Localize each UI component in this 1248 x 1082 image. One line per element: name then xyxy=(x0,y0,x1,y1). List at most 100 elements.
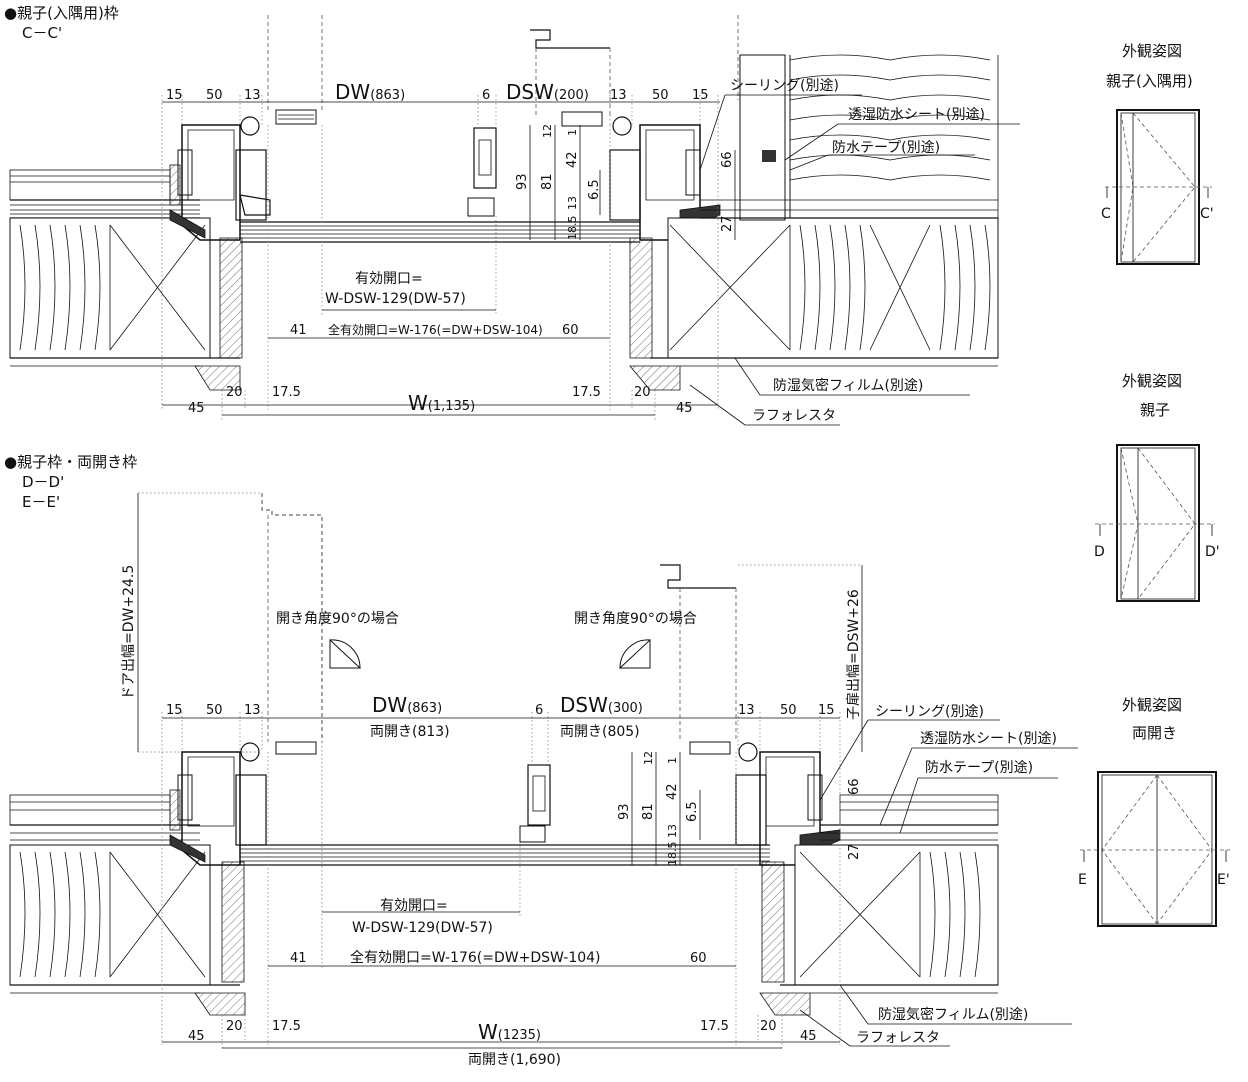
elevation-1-title: 外観姿図 xyxy=(1122,42,1182,60)
dim2-20-right: 20 xyxy=(760,1019,777,1034)
left-frame-2 xyxy=(169,742,267,866)
threshold-2 xyxy=(240,844,770,866)
top-dimension-row: 15 50 13 DW(863) 6 DSW(200) 13 50 15 xyxy=(161,80,720,410)
vertical-dimensions: 93 81 42 12 1 13 6.5 18.5 66 27 xyxy=(515,124,736,240)
dim2-1: 1 xyxy=(666,757,679,764)
dim-81: 81 xyxy=(540,173,555,190)
dim2-18-5: 18.5 xyxy=(666,842,679,867)
dim2-17-5-left: 17.5 xyxy=(272,1019,301,1034)
dim-60: 60 xyxy=(562,323,579,338)
left-wall-siding xyxy=(9,169,200,219)
w-label: W(1,135) xyxy=(408,391,475,415)
dim2-6: 6 xyxy=(535,703,543,718)
section-2-title: ●親子枠・両開き枠 xyxy=(4,453,137,471)
elevation-1-subtitle: 親子(入隅用) xyxy=(1106,72,1193,90)
child-door-leaf-open: 開き角度90°の場合 xyxy=(574,564,737,755)
dim-15-right: 15 xyxy=(692,88,709,103)
dim-12: 12 xyxy=(541,124,554,138)
dim2-12: 12 xyxy=(642,751,655,765)
callout-vapor-film: 防湿気密フィルム(別途) xyxy=(773,377,923,394)
elevation-2-left-cut: D xyxy=(1094,544,1105,560)
callout-sealing: シーリング(別途) xyxy=(730,77,839,94)
dim-20-right: 20 xyxy=(634,385,651,400)
center-latch-2 xyxy=(519,764,551,843)
effective-formula: W-DSW-129(DW-57) xyxy=(325,291,466,307)
dim-93: 93 xyxy=(515,173,530,190)
callout2-waterproof-tape: 防水テープ(別途) xyxy=(925,759,1033,776)
main-door-leaf-open: 開き角度90°の場合 xyxy=(261,493,399,755)
dw-label-2: DW(863) xyxy=(372,693,442,717)
effective-formula-2: W-DSW-129(DW-57) xyxy=(352,920,493,936)
callouts-1: シーリング(別途) 透湿防水シート(別途) 防水テープ(別途) 防湿気密フィルム… xyxy=(689,77,1020,426)
callout-waterproof-tape: 防水テープ(別途) xyxy=(832,139,940,156)
dim-6: 6 xyxy=(482,88,490,103)
all-effective-opening: 全有効開口=W-176(=DW+DSW-104) xyxy=(328,322,543,337)
dim2-41: 41 xyxy=(290,951,307,966)
dsw-label: DSW(200) xyxy=(506,80,589,104)
left-wall-body xyxy=(9,217,243,391)
main-door-leaf xyxy=(267,15,323,125)
all-effective-opening-2: 全有効開口=W-176(=DW+DSW-104) xyxy=(350,949,601,966)
elevation-1-left-cut: C xyxy=(1101,206,1111,222)
top-dimension-row-2: 15 50 13 DW(863) 両開き(813) 6 DSW(300) 両開き… xyxy=(161,693,841,1045)
section-2-cut-1: D－D' xyxy=(22,473,64,491)
dim2-13-right: 13 xyxy=(738,703,755,718)
dim2-45-left: 45 xyxy=(188,1029,205,1044)
dim-13-right: 13 xyxy=(610,88,627,103)
open-angle-right: 開き角度90°の場合 xyxy=(574,611,697,627)
center-latch xyxy=(467,127,497,217)
dim2-60: 60 xyxy=(690,951,707,966)
dim2-6-5: 6.5 xyxy=(685,801,700,822)
elevation-1: 外観姿図 親子(入隅用) C C' xyxy=(1101,42,1214,265)
section-1-cut: C－C' xyxy=(22,24,62,42)
elevation-3-title: 外観姿図 xyxy=(1122,696,1182,714)
vertical-dimensions-2: 93 81 42 12 1 13 6.5 18.5 66 27 xyxy=(617,751,862,866)
dim-13-v: 13 xyxy=(566,196,579,210)
dim-17-5-left: 17.5 xyxy=(272,385,301,400)
elevation-3-right-cut: E' xyxy=(1217,872,1230,888)
dim-6-5: 6.5 xyxy=(587,179,602,200)
right-wall-2 xyxy=(780,794,999,994)
dim-15-left: 15 xyxy=(166,88,183,103)
dim-20-left: 20 xyxy=(226,385,243,400)
right-wall-body xyxy=(650,54,999,367)
left-wall-2 xyxy=(9,794,246,1016)
dim2-27: 27 xyxy=(847,843,862,860)
dim-1: 1 xyxy=(566,129,579,136)
effective-label-2: 有効開口= xyxy=(380,898,448,914)
dim2-13-v: 13 xyxy=(666,824,679,838)
elevation-2: 外観姿図 親子 D D' xyxy=(1094,372,1220,602)
elevation-3-left-cut: E xyxy=(1078,872,1087,888)
w-double-2: 両開き(1,690) xyxy=(468,1052,561,1068)
dw-double-2: 両開き(813) xyxy=(370,724,450,740)
dim2-93: 93 xyxy=(617,803,632,820)
dim2-81: 81 xyxy=(641,803,656,820)
section-1: ●親子(入隅用)枠 C－C' xyxy=(4,4,1020,426)
dw-label: DW(863) xyxy=(335,80,405,104)
dim2-66: 66 xyxy=(847,778,862,795)
bottom-dimension-row: 45 20 17.5 17.5 20 45 W(1,135) xyxy=(162,385,718,420)
effective-opening-2: 有効開口= W-DSW-129(DW-57) 41 全有効開口=W-176(=D… xyxy=(267,742,737,1045)
door-projection: ドア出幅=DW+24.5 xyxy=(121,565,137,700)
dim2-45-right: 45 xyxy=(800,1029,817,1044)
dim-45-left: 45 xyxy=(188,401,205,416)
callout-moisture-sheet: 透湿防水シート(別途) xyxy=(848,106,985,123)
open-angle-left: 開き角度90°の場合 xyxy=(276,611,399,627)
w-label-2: W(1235) xyxy=(478,1020,541,1044)
section-1-title: ●親子(入隅用)枠 xyxy=(4,4,119,22)
threshold-1 xyxy=(240,221,640,243)
dim-45-right: 45 xyxy=(676,401,693,416)
dsw-label-2: DSW(300) xyxy=(560,693,643,717)
right-frame xyxy=(609,116,721,391)
dim2-13-left: 13 xyxy=(244,703,261,718)
callouts-2: シーリング(別途) 透湿防水シート(別途) 防水テープ(別途) 防湿気密フィルム… xyxy=(799,703,1078,1047)
callout-laforesta: ラフォレスタ xyxy=(752,408,836,424)
callout2-vapor-film: 防湿気密フィルム(別途) xyxy=(878,1006,1028,1023)
dim2-17-5-right: 17.5 xyxy=(700,1019,729,1034)
dim-27: 27 xyxy=(720,215,735,232)
elevation-3: 外観姿図 両開き E E' xyxy=(1078,696,1230,927)
elevation-1-right-cut: C' xyxy=(1200,206,1214,222)
dim2-15-right: 15 xyxy=(818,703,835,718)
dim-41: 41 xyxy=(290,323,307,338)
elevation-2-subtitle: 親子 xyxy=(1140,401,1170,419)
